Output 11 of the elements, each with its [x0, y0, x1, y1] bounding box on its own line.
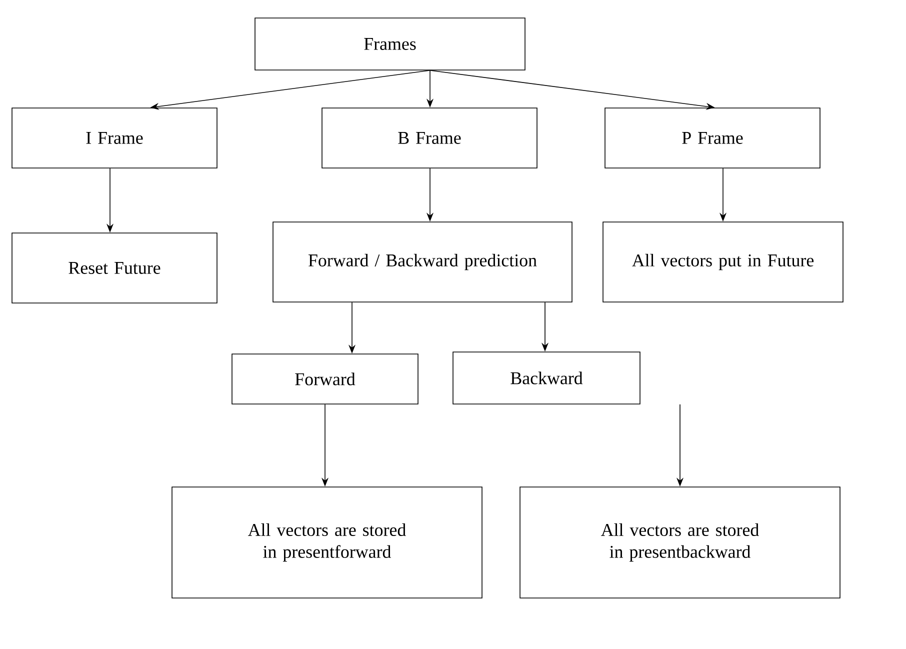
process-box: Reset Future — [12, 232, 218, 304]
process-box: Frames — [254, 18, 526, 70]
process-box: P Frame — [604, 108, 820, 168]
process-box: All vectors put in Future — [602, 222, 844, 302]
process-box: Forward / Backward prediction — [272, 222, 572, 302]
process-box: All vectors are stored in presentforward — [172, 486, 482, 598]
process-box: B Frame — [322, 108, 538, 168]
process-box: All vectors are stored in presentbackward — [520, 486, 840, 598]
process-box: I Frame — [12, 108, 218, 168]
process-box: Forward — [232, 354, 418, 404]
process-box: Backward — [452, 352, 640, 404]
